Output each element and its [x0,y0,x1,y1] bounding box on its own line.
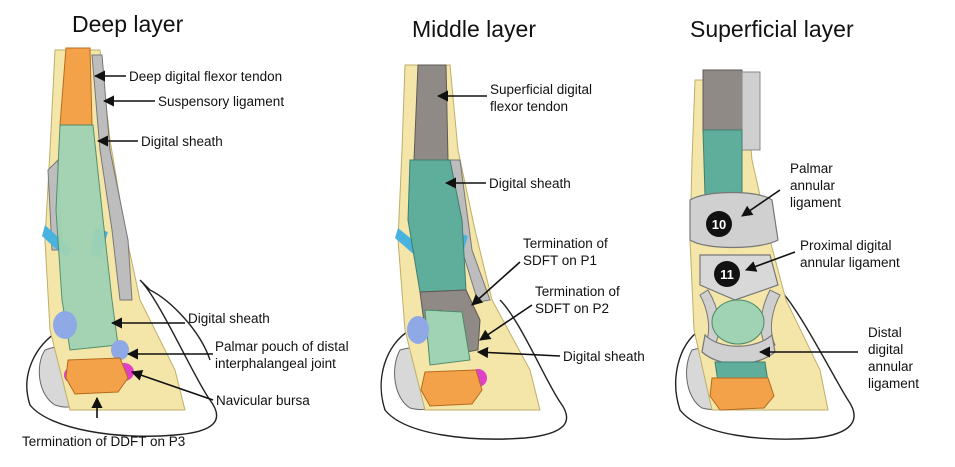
label-palmar-2: annular [790,178,836,193]
middle-layer-panel: Middle layer Superficial digital flexor … [380,16,645,440]
middle-pouch-left [407,316,429,344]
label-pouch-1: Palmar pouch of distal [215,339,349,354]
arrow-navicular [130,370,214,401]
label-suspensory: Suspensory ligament [158,94,284,109]
deep-hoof-outline [26,279,218,437]
deep-ddft [59,47,93,126]
superficial-lower-sheath [711,299,765,345]
label-middle-sheath: Digital sheath [489,176,571,191]
label-palmar-3: ligament [790,195,841,210]
superficial-ddft-termination [709,377,775,411]
proximal-ligament-strap-right [760,289,781,346]
label-sdft-2: flexor tendon [490,99,568,114]
label-sheath-low: Digital sheath [188,311,270,326]
label-sdft-1: Superficial digital [490,82,592,97]
arrow-middle-sheath-low [476,346,561,359]
badge-10: 10 [712,217,726,232]
label-pouch-2: interphalangeal joint [215,356,336,371]
arrow-palmar [741,189,781,217]
label-middle-sheath-low: Digital sheath [563,349,645,364]
label-p1-2: SDFT on P1 [523,253,597,268]
deep-layer-title: Deep layer [72,11,184,37]
label-distal-2: digital [868,342,903,357]
badge-11-circle [714,261,740,287]
superficial-top-tendon [702,69,743,133]
middle-lower-sheath [424,309,471,366]
label-proximal-2: annular ligament [800,255,900,270]
deep-suspensory-ligament [91,54,133,301]
deep-layer-panel: Deep layer Deep digital flexor tendon Su… [22,11,349,449]
label-distal-4: ligament [868,376,919,391]
arrow-p1 [471,261,521,306]
badge-10-circle [706,211,732,237]
badge-11: 11 [720,267,734,282]
label-ddft: Deep digital flexor tendon [129,69,282,84]
label-navicular: Navicular bursa [216,393,310,408]
label-p2-1: Termination of [535,284,620,299]
label-p2-2: SDFT on P2 [535,301,609,316]
label-termination: Termination of DDFT on P3 [22,434,185,449]
label-proximal-1: Proximal digital [800,238,892,253]
superficial-hoof-outline [675,289,855,440]
middle-layer-title: Middle layer [412,16,536,42]
superficial-ligament-band [741,71,761,151]
middle-ddft-termination [420,369,483,407]
arrow-p2 [479,304,533,341]
arrow-proximal [744,251,796,272]
middle-sdft [413,64,449,161]
middle-hoof-outline [380,299,568,440]
deep-ddft-termination [65,357,129,395]
label-p1-1: Termination of [523,236,608,251]
deep-pouch-right [111,340,129,360]
label-distal-3: annular [868,359,914,374]
superficial-upper-sheath [702,129,743,196]
label-sheath-top: Digital sheath [141,134,223,149]
superficial-layer-panel: Superficial layer 10 11 Palmar annular l… [675,16,919,440]
label-palmar-1: Palmar [790,161,833,176]
label-distal-1: Distal [868,325,902,340]
deep-pouch-left [53,311,77,339]
superficial-layer-title: Superficial layer [690,16,854,42]
